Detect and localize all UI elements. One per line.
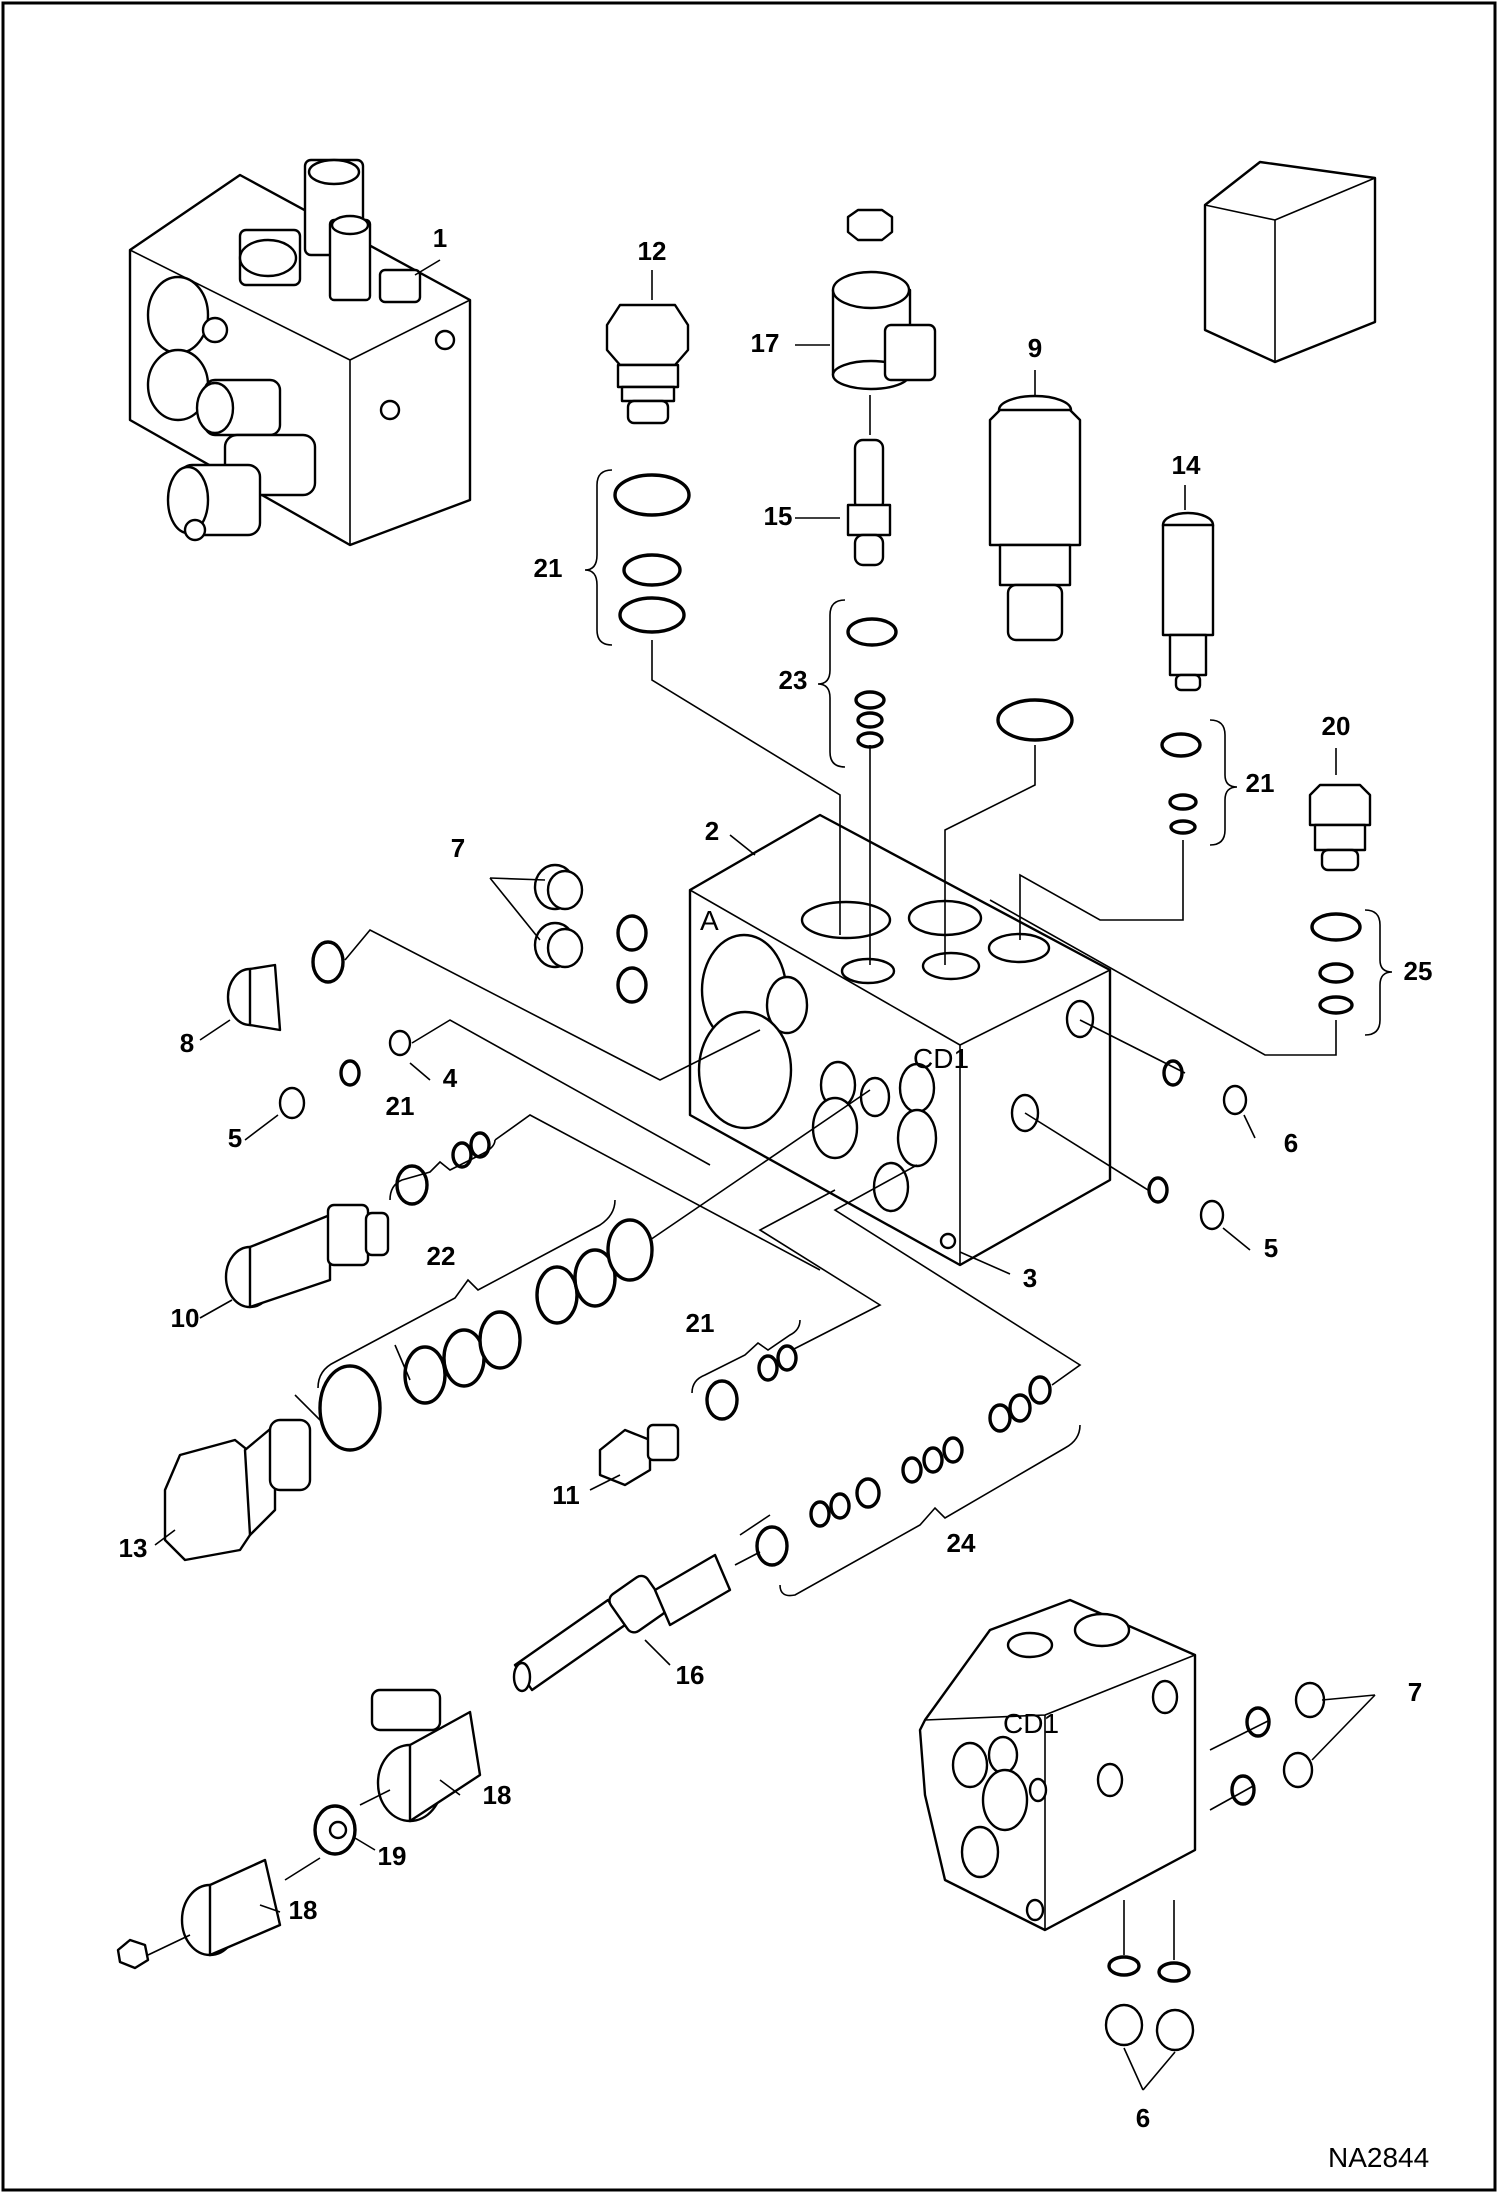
callout-16: 16 [676,1660,705,1690]
callout-5: 5 [228,1123,242,1153]
callout-23: 23 [779,665,808,695]
callout-6: 6 [1284,1128,1298,1158]
callout-18: 18 [483,1780,512,1810]
part-10-valve [224,1203,390,1309]
callout-7: 7 [1408,1677,1422,1707]
callout-22: 22 [427,1241,456,1271]
callout-14: 14 [1172,450,1201,480]
callout-6: 6 [1136,2103,1150,2133]
callout-11: 11 [552,1480,580,1510]
part-7-plugs [533,863,584,969]
part-8-plug [226,963,282,1032]
callout-17: 17 [751,328,780,358]
callout-25: 25 [1404,956,1433,986]
part-18-coil-lower [180,1858,282,1957]
callout-21: 21 [386,1091,415,1121]
part-17-coil [831,208,937,391]
callout-18: 18 [289,1895,318,1925]
callout-20: 20 [1322,711,1351,741]
callout-21: 21 [1246,768,1275,798]
svg-text:A: A [700,905,719,936]
callout-13: 13 [119,1533,148,1563]
callout-10: 10 [171,1303,200,1333]
svg-text:CD1: CD1 [913,1043,969,1074]
valve-body-alternate-view: CD1 [918,1598,1197,1932]
callout-8: 8 [180,1028,194,1058]
callout-1: 1 [433,223,447,253]
part-13-plug [163,1418,312,1562]
drawing-number: NA2844 [1328,2142,1429,2173]
callout-12: 12 [638,236,667,266]
kit-box-icon [1203,160,1377,364]
part-9-valve [988,394,1082,642]
callout-21: 21 [686,1308,715,1338]
callout-2: 2 [705,816,719,846]
callout-9: 9 [1028,333,1042,363]
callout-19: 19 [378,1841,407,1871]
callout-5: 5 [1264,1233,1278,1263]
svg-text:CD1: CD1 [1003,1708,1059,1739]
main-valve-body: CD1 A [688,813,1112,1267]
callout-21: 21 [534,553,563,583]
part-15-cartridge [846,438,892,567]
part-20-plug [1308,783,1372,872]
callout-15: 15 [764,501,793,531]
part-18-coil [370,1688,482,1823]
callout-4: 4 [443,1063,458,1093]
leader-lines [147,259,1376,2091]
callout-labels: 1 2 3 4 5 5 6 6 7 7 8 9 10 11 12 13 14 1… [119,223,1433,2173]
part-12-plug [605,303,690,425]
callout-24: 24 [947,1528,976,1558]
part-14-valve [1161,511,1215,692]
callout-3: 3 [1023,1263,1037,1293]
callout-7: 7 [451,833,465,863]
brackets [317,469,1393,1597]
valve-assembly-illustration [128,158,472,547]
part-11-valve [598,1423,680,1487]
part-16-spool [512,1553,732,1693]
